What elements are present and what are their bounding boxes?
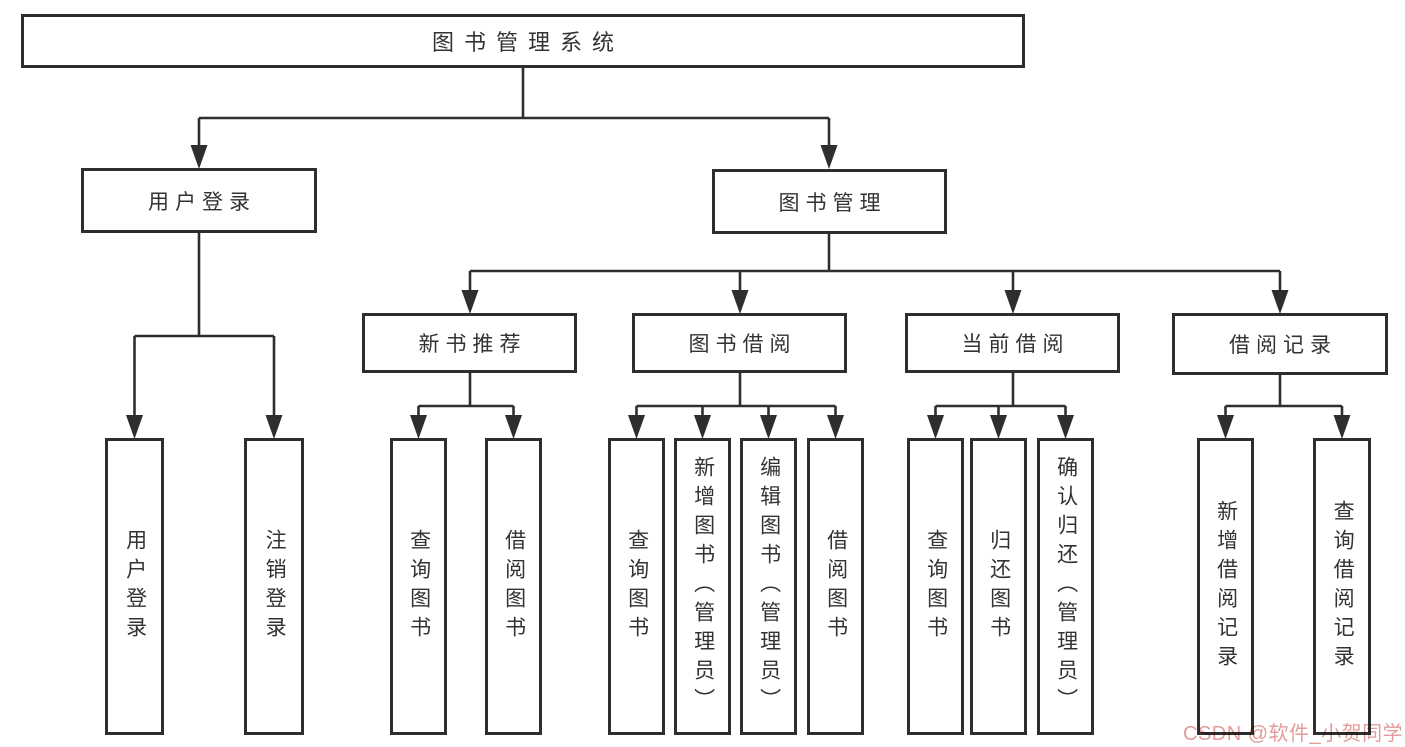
node-label: 借阅图书: [502, 528, 526, 645]
connector-line: [133, 233, 276, 420]
arrowhead-down-icon: [265, 415, 283, 439]
arrowhead-down-icon: [1057, 415, 1074, 439]
node-label: 归还图书: [987, 528, 1011, 645]
node-label: 查询图书: [625, 528, 649, 645]
arrowhead-down-icon: [1004, 290, 1022, 314]
connector-borrow-records-to-leaves: [1217, 373, 1351, 439]
arrowhead-down-icon: [1333, 415, 1351, 439]
connector-root-to-level2: [190, 68, 838, 169]
node-leaf-query-borrow-record: 查询借阅记录: [1313, 438, 1371, 735]
node-label: 查询图书: [407, 528, 431, 645]
node-label: 借阅记录: [1229, 334, 1337, 357]
arrowhead-down-icon: [1217, 415, 1234, 439]
arrowhead-down-icon: [827, 415, 844, 439]
node-leaf-borrow-books: 借阅图书: [807, 438, 864, 735]
node-label: 图书管理系统: [431, 30, 624, 55]
node-label: 查询借阅记录: [1331, 499, 1355, 674]
node-leaf-add-borrow-record: 新增借阅记录: [1197, 438, 1254, 735]
connector-new-book-recommend-to-leaves: [410, 373, 522, 439]
node-current-borrowing: 当前借阅: [905, 313, 1120, 373]
node-leaf-add-book-admin: 新增图书（管理员）: [674, 438, 731, 735]
node-leaf-edit-book-admin: 编辑图书（管理员）: [740, 438, 797, 735]
connector-line: [934, 373, 1067, 420]
node-label: 新增借阅记录: [1214, 499, 1238, 674]
node-library-management-system: 图书管理系统: [21, 14, 1025, 68]
arrowhead-down-icon: [628, 415, 645, 439]
arrowhead-down-icon: [927, 415, 944, 439]
connector-current-borrowing-to-leaves: [927, 373, 1074, 439]
node-label: 用户登录: [148, 190, 256, 214]
node-label: 编辑图书（管理员）: [757, 456, 781, 717]
node-book-borrowing: 图书借阅: [632, 313, 847, 373]
arrowhead-down-icon: [694, 415, 711, 439]
node-book-management: 图书管理: [712, 169, 947, 234]
arrowhead-down-icon: [990, 415, 1007, 439]
node-label: 当前借阅: [961, 333, 1070, 356]
node-label: 借阅图书: [824, 528, 848, 645]
node-leaf-query-books-recommend: 查询图书: [390, 438, 447, 735]
node-label: 图书借阅: [688, 333, 797, 356]
connector-book-management-to-level3: [461, 234, 1289, 314]
connector-line: [417, 373, 515, 420]
node-leaf-query-books-current: 查询图书: [907, 438, 964, 735]
node-label: 查询图书: [924, 528, 948, 645]
node-label: 新增图书（管理员）: [691, 456, 715, 717]
connector-line: [635, 373, 837, 420]
connector-line: [1224, 373, 1344, 420]
node-leaf-query-books-borrowing: 查询图书: [608, 438, 665, 735]
connector-user-login-to-leaves: [126, 233, 283, 439]
node-borrow-records: 借阅记录: [1172, 313, 1388, 375]
arrowhead-down-icon: [126, 415, 143, 439]
node-leaf-user-login: 用户登录: [105, 438, 164, 735]
arrowhead-down-icon: [820, 145, 838, 169]
node-label: 用户登录: [123, 528, 147, 645]
arrowhead-down-icon: [760, 415, 777, 439]
arrowhead-down-icon: [505, 415, 522, 439]
node-new-book-recommend: 新书推荐: [362, 313, 577, 373]
node-label: 新书推荐: [418, 333, 527, 356]
csdn-watermark: CSDN @软件_小贺同学: [1183, 723, 1404, 745]
connector-book-borrowing-to-leaves: [628, 373, 844, 439]
arrowhead-down-icon: [1271, 290, 1289, 314]
arrowhead-down-icon: [731, 290, 749, 314]
node-leaf-confirm-return-admin: 确认归还（管理员）: [1037, 438, 1094, 735]
node-label: 确认归还（管理员）: [1054, 456, 1078, 717]
node-user-login: 用户登录: [81, 168, 317, 233]
node-leaf-borrow-books-recommend: 借阅图书: [485, 438, 542, 735]
connector-line: [468, 234, 1282, 295]
arrowhead-down-icon: [410, 415, 427, 439]
node-label: 图书管理: [778, 191, 887, 215]
node-label: 注销登录: [263, 528, 287, 645]
arrowhead-down-icon: [461, 290, 479, 314]
connector-line: [197, 68, 831, 150]
node-leaf-return-books: 归还图书: [970, 438, 1027, 735]
arrowhead-down-icon: [190, 145, 208, 169]
node-leaf-logout: 注销登录: [244, 438, 304, 735]
